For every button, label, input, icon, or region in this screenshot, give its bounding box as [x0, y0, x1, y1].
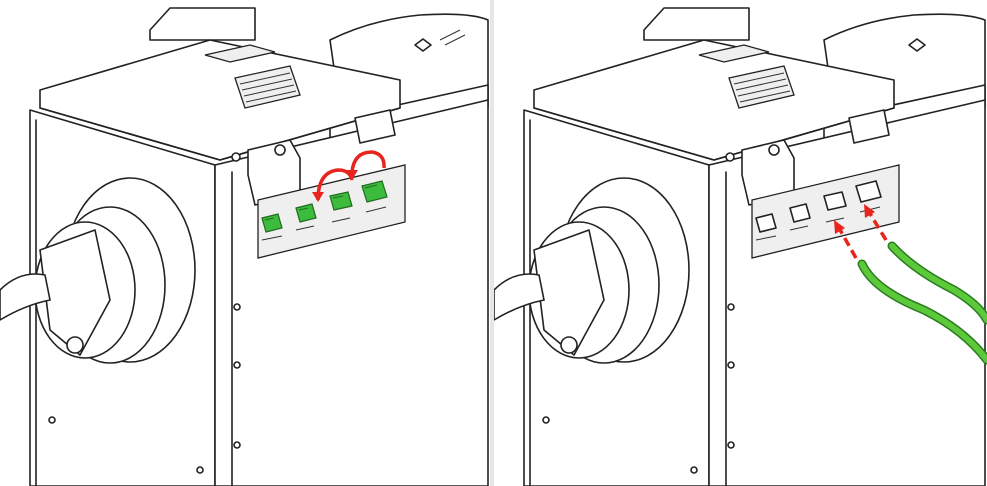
screw-icon — [233, 303, 241, 311]
left-illustration — [0, 7, 489, 486]
wing-nut-icon — [908, 38, 926, 52]
hinge-bolt-icon — [768, 144, 780, 156]
cable-gland — [261, 213, 283, 233]
screw-icon — [690, 466, 698, 474]
wing-nut-icon — [414, 38, 432, 52]
curved-arrow-icon — [350, 150, 386, 173]
lid-label-warning — [728, 65, 795, 109]
insert-arrow-icon — [837, 227, 858, 259]
cable-fill — [889, 243, 987, 323]
right-illustration-panel — [494, 0, 987, 486]
hinge-right — [354, 109, 396, 144]
lid-label-lines — [733, 72, 791, 103]
clamp-handle — [39, 229, 111, 356]
lid-label-top — [204, 44, 276, 63]
screw-icon — [542, 416, 550, 424]
cable-gland — [295, 203, 317, 223]
warning-label-hint — [439, 29, 466, 46]
arrow-head-icon — [346, 170, 358, 180]
cable-gland — [789, 203, 811, 223]
clamp-ring-icon — [66, 336, 84, 354]
clamp-ring-icon — [560, 336, 578, 354]
top-bracket — [149, 7, 256, 41]
clamp-handle — [533, 229, 605, 356]
insert-arrow-icon — [867, 211, 888, 241]
screw-icon — [725, 152, 735, 162]
lid-edge — [533, 107, 895, 161]
left-illustration-panel — [0, 0, 490, 486]
top-bracket — [643, 7, 750, 41]
gland-labels — [261, 206, 387, 241]
lid-edge — [39, 107, 401, 161]
gland-labels — [755, 206, 881, 241]
cable-gland — [755, 213, 777, 233]
screw-icon — [196, 466, 204, 474]
screw-icon — [727, 361, 735, 369]
panel-divider — [490, 0, 494, 486]
right-illustration — [494, 7, 987, 486]
lid-label-lines — [239, 72, 297, 103]
screw-icon — [727, 441, 735, 449]
cable-gland — [823, 191, 847, 211]
arrow-head-icon — [864, 204, 875, 218]
screw-icon — [233, 441, 241, 449]
cable-gland — [361, 180, 388, 203]
screw-icon — [48, 416, 56, 424]
lid-label-warning — [234, 65, 301, 109]
screw-icon — [727, 303, 735, 311]
cable-gland — [329, 191, 353, 211]
cable-fill — [859, 261, 987, 363]
screw-icon — [231, 152, 241, 162]
arrow-head-icon — [312, 192, 324, 202]
hinge-right — [848, 109, 890, 144]
hose — [494, 273, 545, 321]
lid-label-top — [698, 44, 770, 63]
arrow-head-icon — [834, 220, 845, 234]
screw-icon — [233, 361, 241, 369]
cable-gland — [855, 180, 882, 203]
hinge-bolt-icon — [274, 144, 286, 156]
hose — [0, 273, 51, 321]
